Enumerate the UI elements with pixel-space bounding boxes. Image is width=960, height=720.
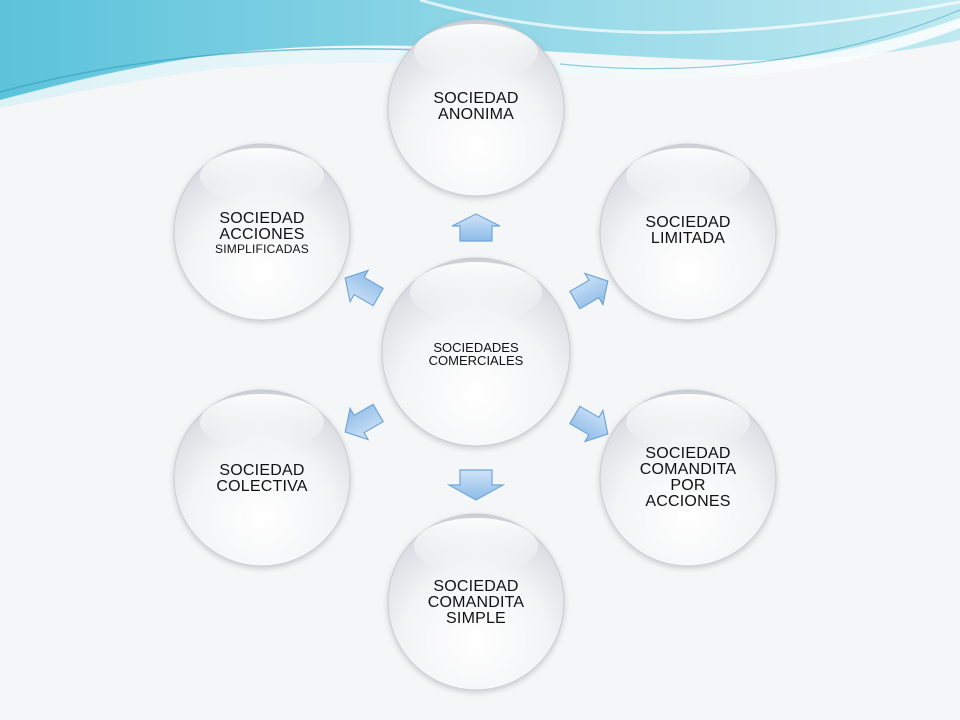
arrow-upper-right (569, 272, 609, 310)
arrow-upper-left (344, 269, 384, 307)
arrow-lower-left (344, 403, 384, 441)
label-comandita-acciones-line-2: COMANDITA (639, 461, 737, 478)
circle-comandita-acciones (599, 389, 777, 567)
label-acciones-simplificadas-line-1: SOCIEDAD (219, 210, 305, 227)
label-acciones-simplificadas-line-3: SIMPLIFICADAS (215, 242, 309, 256)
label-colectiva: SOCIEDAD COLECTIVA (182, 454, 342, 504)
arrow-down (446, 469, 506, 501)
label-limitada-line-2: LIMITADA (650, 230, 726, 247)
label-comandita-acciones-line-3: POR (670, 477, 706, 494)
arrow-lower-right (569, 405, 609, 443)
label-comandita-acciones-line-1: SOCIEDAD (645, 445, 731, 462)
label-comandita-simple: SOCIEDAD COMANDITA SIMPLE (396, 570, 556, 636)
center-circle (381, 257, 571, 447)
circle-comandita-simple (387, 513, 565, 691)
label-comandita-simple-line-1: SOCIEDAD (433, 578, 519, 595)
arrow-up (451, 213, 501, 242)
label-colectiva-line-2: COLECTIVA (216, 478, 308, 495)
label-acciones-simplificadas-line-2: ACCIONES (219, 226, 305, 243)
label-anonima: SOCIEDAD ANONIMA (396, 82, 556, 132)
center-label-line-1: SOCIEDADES (433, 340, 519, 355)
label-anonima-line-1: SOCIEDAD (433, 90, 519, 107)
center-label-line-2: COMERCIALES (428, 353, 524, 368)
label-limitada-line-1: SOCIEDAD (645, 214, 731, 231)
label-acciones-simplificadas: SOCIEDAD ACCIONES SIMPLIFICADAS (182, 202, 342, 264)
circle-acciones-simplificadas (173, 143, 351, 321)
label-limitada: SOCIEDAD LIMITADA (608, 206, 768, 256)
circle-limitada (599, 143, 777, 321)
circle-anonima (387, 19, 565, 197)
label-anonima-line-2: ANONIMA (437, 106, 515, 123)
circle-colectiva (173, 389, 351, 567)
label-comandita-acciones: SOCIEDAD COMANDITA POR ACCIONES (608, 436, 768, 520)
label-comandita-acciones-line-4: ACCIONES (645, 493, 731, 510)
label-comandita-simple-line-3: SIMPLE (446, 610, 506, 627)
label-colectiva-line-1: SOCIEDAD (219, 462, 305, 479)
center-label: SOCIEDADES COMERCIALES (386, 322, 566, 386)
label-comandita-simple-line-2: COMANDITA (427, 594, 525, 611)
